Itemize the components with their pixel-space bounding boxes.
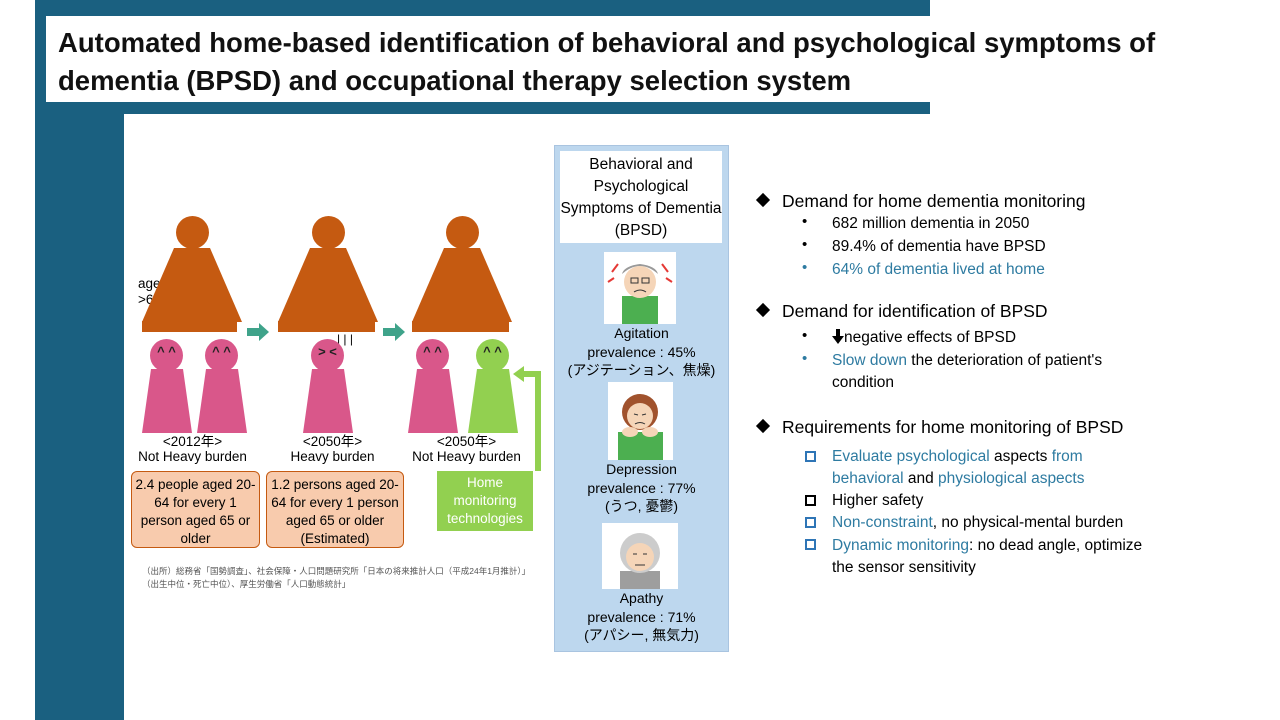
agitation-name: Agitation: [614, 325, 669, 341]
sweat-mark: | | |: [336, 332, 354, 346]
requirement-item: Dynamic monitoring: no dead angle, optim…: [832, 535, 1212, 579]
bullet-text-highlight: Dynamic monitoring: [832, 537, 969, 554]
bullet-text: the sensor sensitivity: [832, 559, 976, 576]
scene-year: <2050年>: [436, 434, 497, 449]
scene-burden: Not Heavy burden: [412, 449, 521, 464]
down-arrow-icon: [832, 329, 844, 344]
depression-illustration: [608, 382, 673, 460]
bullet-text-highlight: Slow down: [832, 352, 907, 369]
scale-beam: [142, 321, 237, 332]
source-note: （出所）総務省「国勢調査」、社会保障・人口問題研究所「日本の将来推計人口（平成2…: [142, 566, 531, 589]
arrow-right-icon: [247, 328, 259, 336]
bpsd-title: Behavioral and Psychological Symptoms of…: [560, 151, 722, 243]
diamond-bullet-icon: [755, 302, 771, 318]
dot-bullet-icon: •: [802, 327, 808, 344]
support-arrow-icon: [524, 371, 541, 377]
scale-beam: [278, 321, 375, 332]
elder-figure: [278, 216, 378, 322]
home-monitoring-box: Home monitoring technologies: [437, 471, 533, 531]
requirement-item: Non-constraint, no physical-mental burde…: [832, 512, 1123, 534]
bullet-text: : no dead angle, optimize: [968, 537, 1143, 554]
dot-bullet-icon: •: [802, 213, 808, 230]
bullet-text-highlight: Evaluate psychological: [832, 448, 990, 465]
scene-burden: Not Heavy burden: [138, 449, 247, 464]
requirement-item: Evaluate psychological aspects from beha…: [832, 446, 1212, 490]
apathy-jp: (アパシー, 無気力): [584, 627, 699, 643]
section-bpsd-identification-demand: Demand for identification of BPSD: [755, 300, 1048, 322]
checkbox-bullet-icon: [805, 517, 816, 528]
scale-beam: [412, 321, 509, 332]
agitation-prevalence: prevalence : 45%: [587, 344, 696, 360]
bullet-text-highlight: from: [1051, 448, 1083, 465]
bullet-text-highlight: behavioral: [832, 470, 904, 487]
slide-title: Automated home-based identification of b…: [58, 27, 1156, 96]
bullet-text: the deterioration of patient's: [906, 352, 1103, 369]
bullet-text: and: [903, 470, 939, 487]
bullet-text-highlight: Non-constraint: [832, 514, 933, 531]
dot-bullet-icon: •: [802, 236, 808, 253]
bullet-text: negative effects of BPSD: [844, 329, 1017, 346]
elder-figure: [142, 216, 242, 322]
scene-burden: Heavy burden: [290, 449, 375, 464]
arrow-right-icon: [259, 323, 269, 341]
title-box: [46, 16, 1176, 102]
checkbox-bullet-icon: [805, 495, 816, 506]
happy-face: ^ ^: [157, 344, 176, 359]
bullet-text: aspects: [989, 448, 1052, 465]
scene-year: <2050年>: [302, 434, 363, 449]
ratio-box: 1.2 persons aged 20-64 for every 1 perso…: [266, 471, 404, 548]
requirement-item: Higher safety: [832, 492, 924, 509]
arrow-right-icon: [383, 328, 395, 336]
section-home-monitoring-demand: Demand for home dementia monitoring: [755, 190, 1086, 212]
depression-name: Depression: [606, 461, 677, 477]
worried-face: > <: [318, 344, 337, 359]
section-title: Demand for home dementia monitoring: [782, 191, 1086, 211]
section-title: Demand for identification of BPSD: [782, 301, 1048, 321]
dot-bullet-icon: •: [802, 259, 808, 276]
bullet-text-highlight: physiological aspects: [938, 470, 1085, 487]
assisted-figure: ^ ^: [468, 339, 518, 433]
left-accent-band: [35, 0, 124, 720]
agitation-illustration: [604, 252, 676, 324]
happy-face: ^ ^: [483, 344, 502, 359]
bullet-item: negative effects of BPSD: [832, 327, 1016, 349]
apathy-prevalence: prevalence : 71%: [587, 609, 696, 625]
bullet-text: condition: [832, 374, 895, 391]
young-figure: ^ ^: [142, 339, 192, 433]
dot-bullet-icon: •: [802, 350, 808, 367]
elder-figure: [412, 216, 512, 322]
agitation-jp: (アジテーション、焦燥): [567, 362, 716, 378]
support-arrow-icon: [513, 366, 524, 382]
diamond-bullet-icon: [755, 418, 771, 434]
checkbox-bullet-icon: [805, 539, 816, 550]
bullet-item: 64% of dementia lived at home: [832, 261, 1045, 278]
depression-prevalence: prevalence : 77%: [587, 480, 696, 496]
young-figure: ^ ^: [197, 339, 247, 433]
apathy-name: Apathy: [619, 590, 664, 606]
arrow-right-icon: [395, 323, 405, 341]
diamond-bullet-icon: [755, 192, 771, 208]
young-figure: ^ ^: [408, 339, 458, 433]
support-arrow-icon: [535, 371, 541, 471]
section-title: Requirements for home monitoring of BPSD: [782, 417, 1124, 437]
ratio-box: 2.4 people aged 20-64 for every 1 person…: [131, 471, 260, 548]
bullet-item: Slow down the deterioration of patient's…: [832, 350, 1192, 394]
depression-jp: (うつ, 憂鬱): [604, 498, 679, 514]
scene-year: <2012年>: [162, 434, 223, 449]
checkbox-bullet-icon: [805, 451, 816, 462]
section-home-monitoring-requirements: Requirements for home monitoring of BPSD: [755, 416, 1124, 438]
happy-face: ^ ^: [423, 344, 442, 359]
bullet-item: 89.4% of dementia have BPSD: [832, 238, 1046, 255]
happy-face: ^ ^: [212, 344, 231, 359]
apathy-illustration: [602, 523, 678, 589]
bullet-text: , no physical-mental burden: [932, 514, 1124, 531]
young-figure: > <: [303, 339, 353, 433]
bullet-item: 682 million dementia in 2050: [832, 215, 1030, 232]
